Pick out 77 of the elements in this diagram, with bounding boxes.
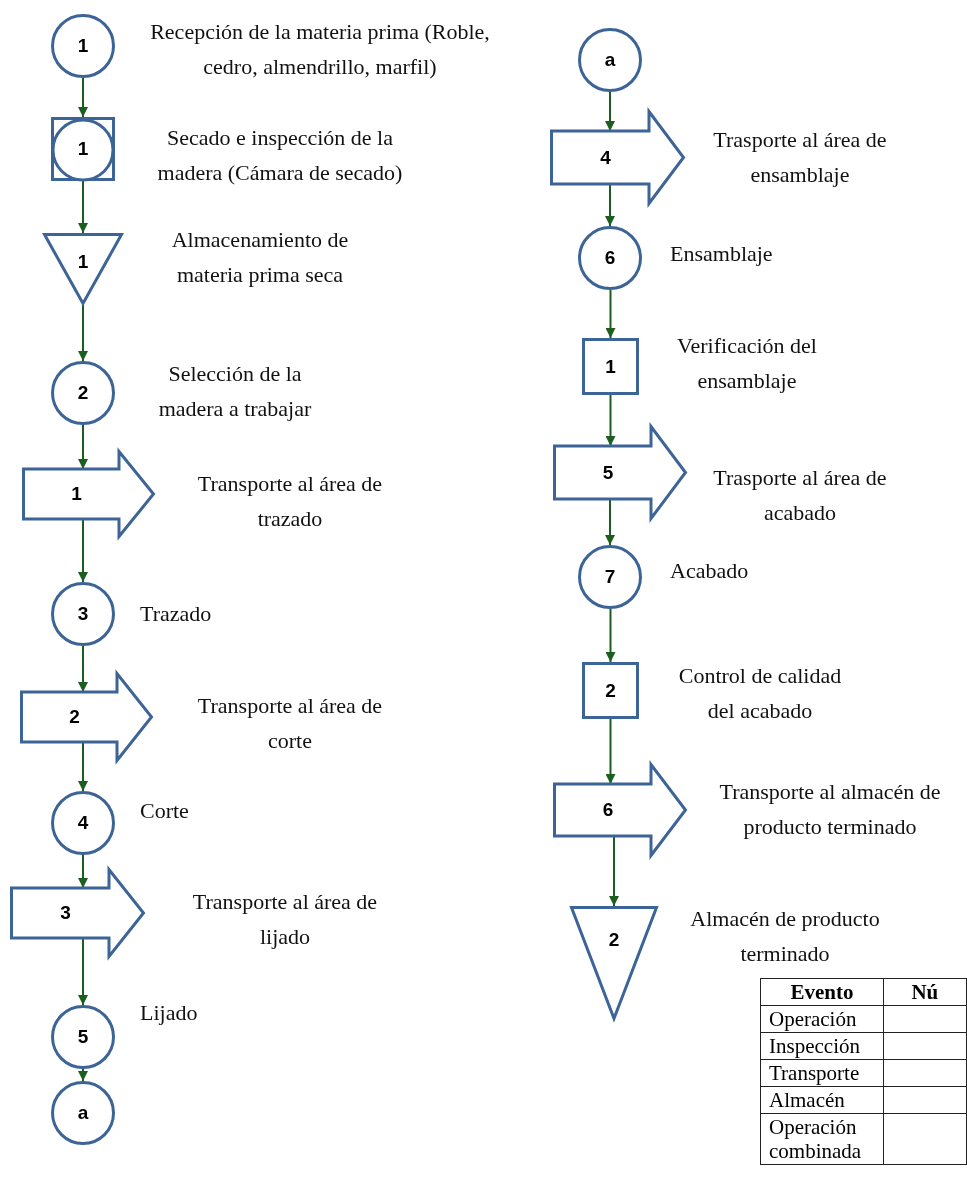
storage-triangle bbox=[570, 906, 658, 1020]
operation-circle bbox=[51, 1081, 115, 1145]
operation-circle bbox=[578, 226, 642, 290]
step-number: 1 bbox=[71, 483, 82, 505]
step-description: Verificación del ensamblaje bbox=[676, 332, 818, 395]
step-description: Recepción de la materia prima (Roble, cedro, almendrillo, marfil) bbox=[150, 18, 490, 81]
step-description: Almacenamiento de materia prima seca bbox=[170, 226, 350, 289]
step-number: 5 bbox=[77, 1026, 89, 1048]
transport-symbol bbox=[550, 110, 685, 205]
step-description: Trazado bbox=[140, 600, 212, 628]
step-number: a bbox=[77, 1102, 89, 1124]
transport-symbol bbox=[10, 868, 145, 958]
operation-circle bbox=[51, 361, 115, 425]
table-header: Nú bbox=[883, 978, 967, 1006]
step-description: Transporte al área de lijado bbox=[191, 888, 379, 951]
step-description: Transporte al área de corte bbox=[196, 692, 384, 755]
step-description: Trasporte al área de ensamblaje bbox=[712, 126, 888, 189]
storage-triangle bbox=[43, 233, 123, 305]
step-number: 3 bbox=[77, 603, 89, 625]
arrow bbox=[605, 91, 615, 132]
table-header: Evento bbox=[760, 978, 884, 1006]
step-number: 7 bbox=[604, 566, 616, 588]
step-number: a bbox=[604, 49, 616, 71]
arrow bbox=[78, 854, 88, 889]
step-number: 6 bbox=[602, 799, 614, 821]
arrow bbox=[78, 1068, 88, 1082]
step-number: 3 bbox=[60, 902, 71, 924]
step-number: 4 bbox=[600, 146, 611, 169]
operation-circle bbox=[51, 14, 115, 78]
step-description: Secado e inspección de la madera (Cámara de secado) bbox=[156, 124, 404, 187]
step-number: 1 bbox=[77, 138, 89, 160]
step-number: 1 bbox=[77, 35, 89, 57]
transport-symbol bbox=[20, 672, 153, 762]
inspection-square bbox=[582, 662, 639, 719]
step-number: 6 bbox=[604, 247, 616, 269]
step-description: Ensamblaje bbox=[670, 240, 773, 268]
step-number: 4 bbox=[77, 812, 89, 834]
table-cell: Operación combinada bbox=[760, 1113, 884, 1165]
step-description: Lijado bbox=[140, 999, 198, 1027]
transport-symbol bbox=[22, 450, 155, 538]
step-description: Transporte al área de trazado bbox=[196, 470, 384, 533]
operation-circle bbox=[51, 582, 115, 646]
combined-operation-symbol bbox=[51, 117, 115, 181]
operation-circle bbox=[578, 28, 642, 92]
arrow bbox=[78, 645, 88, 693]
step-description: Almacén de producto terminado bbox=[689, 905, 881, 968]
operation-circle bbox=[51, 1005, 115, 1069]
step-description: Selección de la madera a trabajar bbox=[157, 360, 313, 423]
table-cell: Inspección bbox=[760, 1032, 884, 1060]
step-number: 2 bbox=[69, 706, 80, 728]
table-cell: Transporte bbox=[760, 1059, 884, 1087]
arrow bbox=[605, 394, 616, 447]
step-number: 2 bbox=[605, 679, 616, 702]
operation-circle bbox=[578, 545, 642, 609]
transport-symbol bbox=[553, 763, 687, 857]
inspection-square bbox=[582, 338, 639, 395]
arrow bbox=[78, 304, 88, 362]
arrow bbox=[605, 289, 616, 339]
table-cell: Almacén bbox=[760, 1086, 884, 1114]
arrow bbox=[605, 718, 616, 785]
operation-circle bbox=[51, 791, 115, 855]
step-description: Corte bbox=[140, 797, 189, 825]
step-number: 5 bbox=[602, 461, 614, 484]
table-cell: Operación bbox=[760, 1005, 884, 1033]
step-number: 2 bbox=[608, 929, 620, 952]
step-description: Transporte al almacén de producto terminado bbox=[718, 778, 942, 841]
step-number: 2 bbox=[77, 382, 89, 404]
arrow bbox=[78, 424, 88, 470]
arrow bbox=[605, 608, 616, 663]
step-description: Control de calidad del acabado bbox=[677, 662, 843, 725]
transport-symbol bbox=[553, 425, 687, 520]
step-number: 1 bbox=[77, 250, 89, 273]
step-description: Acabado bbox=[670, 557, 749, 585]
step-number: 1 bbox=[605, 355, 616, 378]
step-description: Trasporte al área de acabado bbox=[712, 464, 888, 527]
arrow bbox=[78, 77, 88, 118]
arrow bbox=[78, 180, 88, 234]
